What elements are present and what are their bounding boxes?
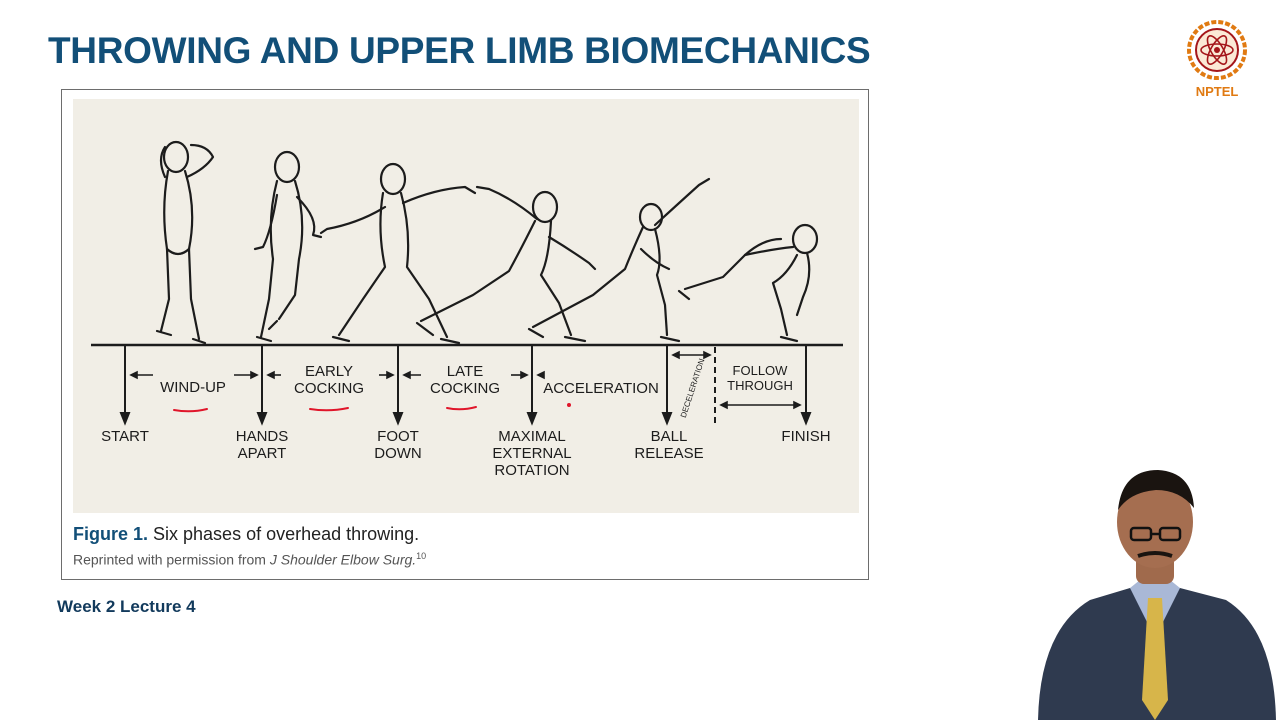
- source-ref: 10: [416, 551, 427, 561]
- event-marker-hands-apart: [256, 345, 268, 426]
- nptel-logo: NPTEL: [1184, 18, 1250, 104]
- underline-late-cocking-annotation: [446, 406, 477, 411]
- presenter-video-image: [1030, 460, 1280, 720]
- event-label-max-ext-rotation-1: MAXIMAL: [498, 428, 566, 445]
- head: [1117, 476, 1193, 568]
- footer-week-lecture: Week 2 Lecture 4: [57, 597, 196, 616]
- figure-late-cocking: [415, 185, 597, 343]
- phase-label-windup: WIND-UP: [160, 379, 226, 396]
- event-label-hands-apart-1: HANDS: [236, 428, 289, 445]
- underline-early-cocking-annotation: [309, 407, 349, 412]
- phase-arrow-windup: [129, 370, 259, 380]
- event-label-ball-release-2: RELEASE: [634, 445, 703, 462]
- tie: [1142, 598, 1168, 720]
- phase-label-early-cocking-2: COCKING: [294, 380, 364, 397]
- source-prefix: Reprinted with permission from: [73, 551, 270, 568]
- phase-label-follow-through-1: FOLLOW: [733, 363, 789, 378]
- hair: [1118, 470, 1194, 510]
- dot-annotation: [567, 403, 571, 407]
- nptel-emblem-icon: [1187, 20, 1247, 80]
- event-marker-ball-release: [661, 345, 673, 426]
- caption-text: Six phases of overhead throwing.: [148, 524, 420, 544]
- event-marker-max-ext-rotation: [526, 345, 538, 426]
- mustache: [1137, 551, 1173, 558]
- phase-arrow-follow-through: [719, 400, 802, 410]
- event-label-foot-down-2: DOWN: [374, 445, 422, 462]
- phase-arrow-acceleration: [536, 370, 545, 380]
- caption-label: Figure 1.: [73, 524, 149, 544]
- caption-source: Reprinted with permission from J Shoulde…: [73, 551, 853, 568]
- phase-label-early-cocking-1: EARLY: [305, 363, 353, 380]
- event-label-finish: FINISH: [781, 428, 830, 445]
- figure-follow-through: [677, 223, 819, 343]
- phase-label-late-cocking-1: LATE: [447, 363, 483, 380]
- phase-arrow-deceleration: [671, 350, 712, 360]
- phase-arrow-early-cocking: [266, 370, 395, 380]
- phase-label-late-cocking-2: COCKING: [430, 380, 500, 397]
- event-label-start: START: [101, 428, 149, 445]
- figure-caption: Figure 1. Six phases of overhead throwin…: [73, 524, 853, 568]
- figure-hands-apart: [253, 150, 323, 343]
- figure-windup: [155, 140, 215, 345]
- event-label-max-ext-rotation-3: ROTATION: [494, 462, 569, 479]
- throwing-phases-diagram: WIND-UP EARLY COCKING LATE COCKING ACCEL…: [73, 99, 859, 513]
- figure-early-cocking: [319, 162, 477, 345]
- figure-frame: WIND-UP EARLY COCKING LATE COCKING ACCEL…: [61, 89, 869, 580]
- slide-title: THROWING AND UPPER LIMB BIOMECHANICS: [48, 30, 871, 71]
- phase-arrow-late-cocking: [402, 370, 529, 380]
- phase-label-follow-through-2: THROUGH: [727, 378, 793, 393]
- event-marker-finish: [800, 345, 812, 426]
- logo-text: NPTEL: [1195, 84, 1239, 99]
- event-label-ball-release-1: BALL: [651, 428, 688, 445]
- event-marker-foot-down: [392, 345, 404, 426]
- figure-acceleration: [527, 177, 711, 343]
- caption-line: Figure 1. Six phases of overhead throwin…: [73, 524, 853, 545]
- event-label-hands-apart-2: APART: [238, 445, 287, 462]
- event-label-max-ext-rotation-2: EXTERNAL: [492, 445, 571, 462]
- event-marker-start: [119, 345, 131, 426]
- phase-label-deceleration: DECELERATION: [679, 357, 707, 419]
- phase-label-acceleration: ACCELERATION: [543, 380, 659, 397]
- underline-windup-annotation: [173, 408, 208, 413]
- event-label-foot-down-1: FOOT: [377, 428, 419, 445]
- source-journal: J Shoulder Elbow Surg.: [269, 551, 417, 568]
